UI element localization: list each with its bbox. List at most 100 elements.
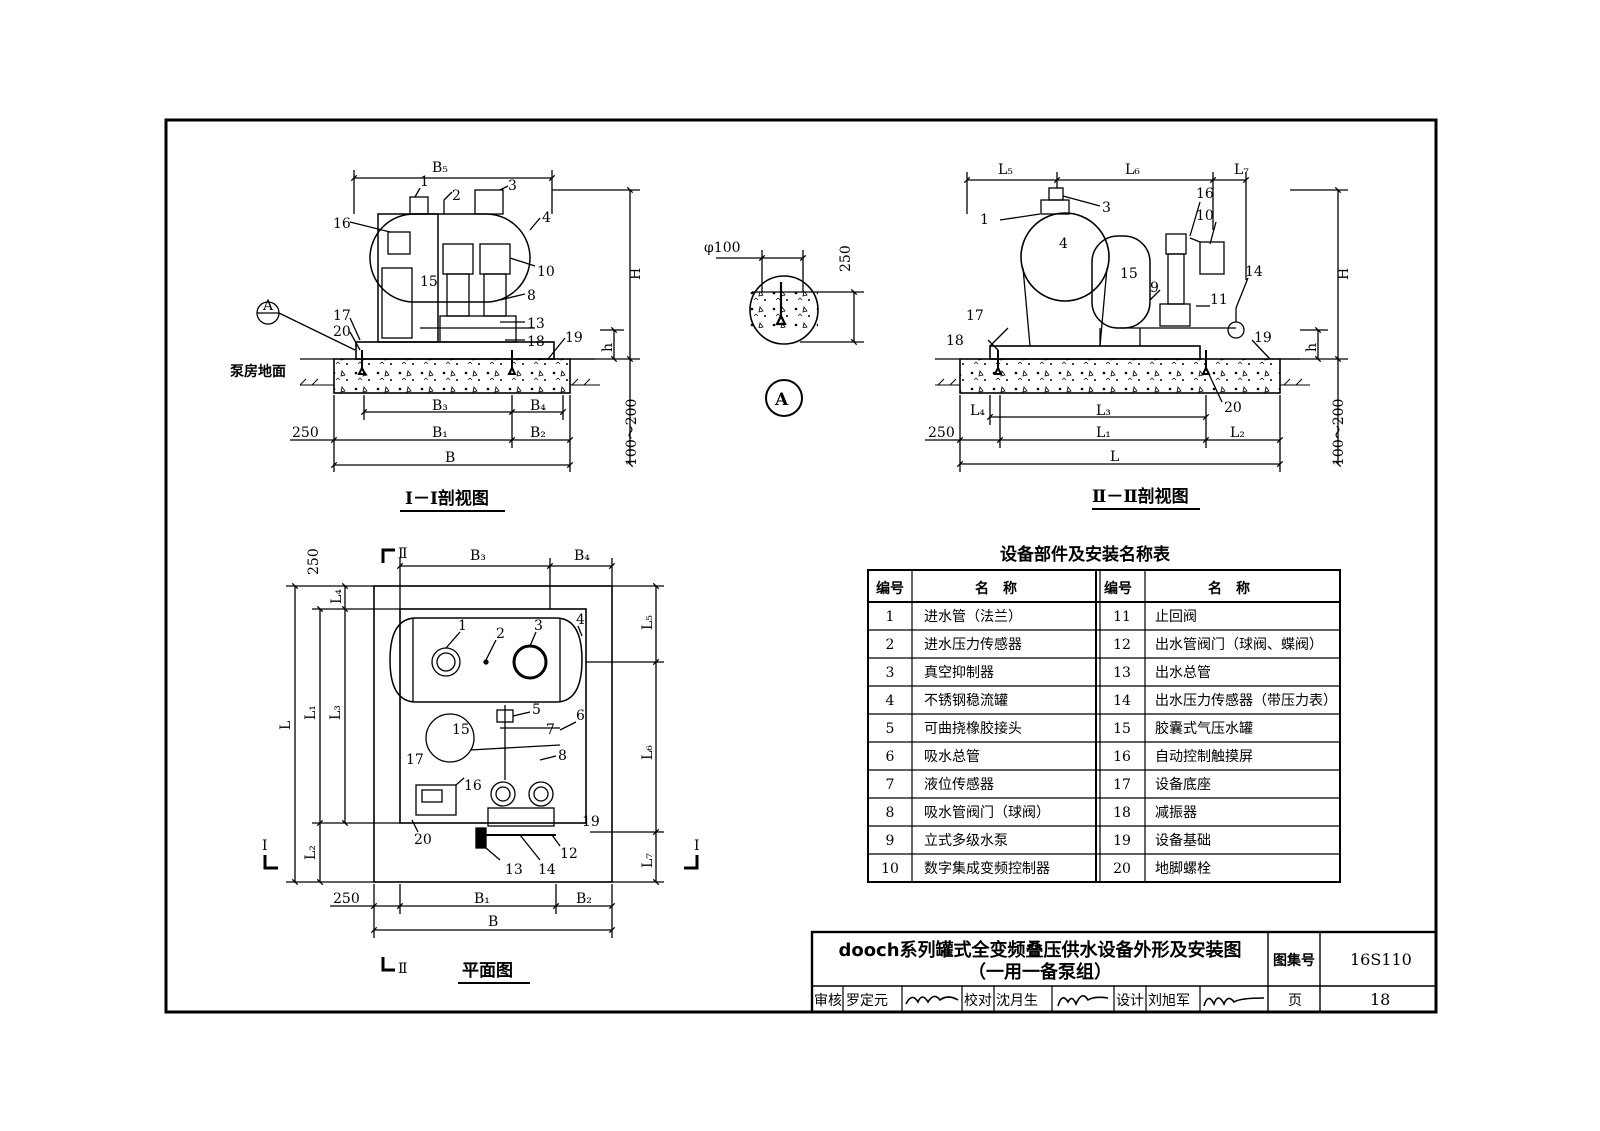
page-label: 页: [1288, 993, 1302, 1009]
plan-dim-b4: B₄: [574, 548, 590, 564]
part-number: 6: [886, 749, 895, 765]
plan-callout-14: 14: [538, 862, 556, 878]
part-number: 16: [1113, 749, 1131, 765]
callout-14b: 14: [1245, 264, 1263, 280]
dim-100-200-b: 100～200: [1331, 399, 1347, 466]
callout-18b: 18: [946, 333, 964, 349]
callout-10b: 10: [1196, 208, 1214, 224]
detail-a-title: A: [774, 390, 789, 410]
part-name: 可曲挠橡胶接头: [924, 720, 1022, 737]
callout-15b: 15: [1120, 266, 1138, 282]
detail-dim-250: 250: [838, 245, 854, 272]
atlas-label: 图集号: [1273, 952, 1315, 969]
part-name: 胶囊式气压水罐: [1155, 720, 1253, 737]
dim-l: L: [1110, 449, 1119, 465]
plan-view-text: B₃ B₄ Ⅱ 1 2 3 4 15 5 7 6 8 17 16 19 20 1…: [262, 546, 700, 981]
dim-250-a: 250: [292, 425, 319, 441]
section-1-view: [256, 170, 640, 472]
control-cabinet-1: [377, 213, 439, 343]
page-number: 18: [1370, 990, 1390, 1009]
reviewer-signature: [905, 995, 959, 1005]
part-number: 4: [886, 693, 895, 709]
callout-17: 17: [333, 308, 351, 324]
title-block-grid: [810, 930, 1438, 1014]
callout-17b: 17: [966, 308, 984, 324]
check-label: 校对: [964, 992, 992, 1009]
plan-title: 平面图: [462, 961, 513, 981]
detail-a: [716, 250, 864, 417]
part-name: 地脚螺栓: [1155, 861, 1211, 877]
dim-h-2: H: [1336, 268, 1352, 280]
part-number: 3: [886, 665, 895, 681]
stabilizer-tank: [1020, 212, 1110, 302]
plan-dim-b: B: [488, 914, 498, 930]
cut-mark-1-left: Ⅰ: [262, 838, 268, 854]
callout-16: 16: [333, 216, 351, 232]
dim-b1: B₁: [432, 425, 448, 441]
tank-body-1: [369, 213, 531, 303]
cut-mark-2-bottom: Ⅱ: [398, 961, 408, 977]
dim-small-h-1: h: [600, 343, 616, 352]
part-name: 出水总管: [1155, 665, 1211, 681]
plan-callout-12: 12: [560, 846, 578, 862]
dim-small-h-2: h: [1304, 343, 1320, 352]
plan-dim-l5: L₅: [640, 615, 656, 630]
callout-4b: 4: [1059, 236, 1068, 252]
dim-l6: L₆: [1125, 162, 1140, 178]
callout-15: 15: [420, 274, 438, 290]
plan-dim-l3: L₃: [328, 705, 344, 720]
plan-callout-20: 20: [414, 832, 432, 848]
part-number: 1: [886, 609, 895, 625]
callout-13: 13: [527, 316, 545, 332]
dim-l3: L₃: [1096, 403, 1111, 419]
parts-table-title: 设备部件及安装名称表: [1000, 544, 1171, 565]
plan-dim-250-bottom: 250: [333, 891, 360, 907]
dim-b4: B₄: [530, 398, 546, 414]
dim-b2: B₂: [530, 425, 546, 441]
plan-dim-b1: B₁: [474, 891, 490, 907]
parts-table-grid: [867, 569, 1341, 883]
plan-callout-2: 2: [496, 626, 505, 642]
col-name-right: 名 称: [1208, 580, 1250, 597]
part-number: 5: [886, 721, 895, 737]
part-number: 17: [1113, 777, 1131, 793]
part-number: 10: [881, 861, 899, 877]
atlas-number: 16S110: [1350, 950, 1412, 969]
part-name: 进水管（法兰）: [924, 609, 1022, 625]
callout-3b: 3: [1102, 200, 1111, 216]
section-1-title: Ⅰ－Ⅰ剖视图: [405, 488, 489, 509]
plan-callout-17: 17: [406, 752, 424, 768]
plan-callout-7: 7: [546, 722, 555, 738]
part-number: 14: [1113, 693, 1131, 709]
section-2-view: [925, 172, 1348, 472]
plan-dim-l7: L₇: [640, 853, 656, 868]
dim-250-b: 250: [928, 425, 955, 441]
col-name-left: 名 称: [975, 580, 1017, 597]
callout-19: 19: [565, 330, 583, 346]
dim-b: B: [445, 450, 455, 466]
section-1-text: B₅ 1 2 3 4 16 15 10 8 13 18 19 17 20 A 泵…: [230, 160, 644, 509]
plan-dim-l: L: [278, 721, 294, 730]
part-number: 15: [1113, 721, 1131, 737]
part-number: 20: [1113, 861, 1131, 877]
callout-11b: 11: [1210, 292, 1228, 308]
dim-b3: B₃: [432, 398, 448, 414]
floor-label: 泵房地面: [230, 363, 286, 380]
part-number: 12: [1113, 637, 1131, 653]
plan-dim-b3: B₃: [470, 548, 486, 564]
checker-name: 沈月生: [996, 993, 1038, 1009]
part-number: 13: [1113, 665, 1131, 681]
sheet-border: [164, 118, 1438, 1014]
part-name: 出水管阀门（球阀、蝶阀）: [1155, 637, 1323, 653]
callout-16b: 16: [1196, 186, 1214, 202]
part-number: 19: [1113, 833, 1131, 849]
designer-signature: [1203, 997, 1265, 1007]
foundation-2: [959, 358, 1281, 394]
part-name: 吸水总管: [924, 749, 980, 765]
plan-callout-16: 16: [464, 778, 482, 794]
dim-l2: L₂: [1230, 425, 1245, 441]
dim-l5: L₅: [998, 162, 1013, 178]
part-number: 9: [886, 833, 895, 849]
